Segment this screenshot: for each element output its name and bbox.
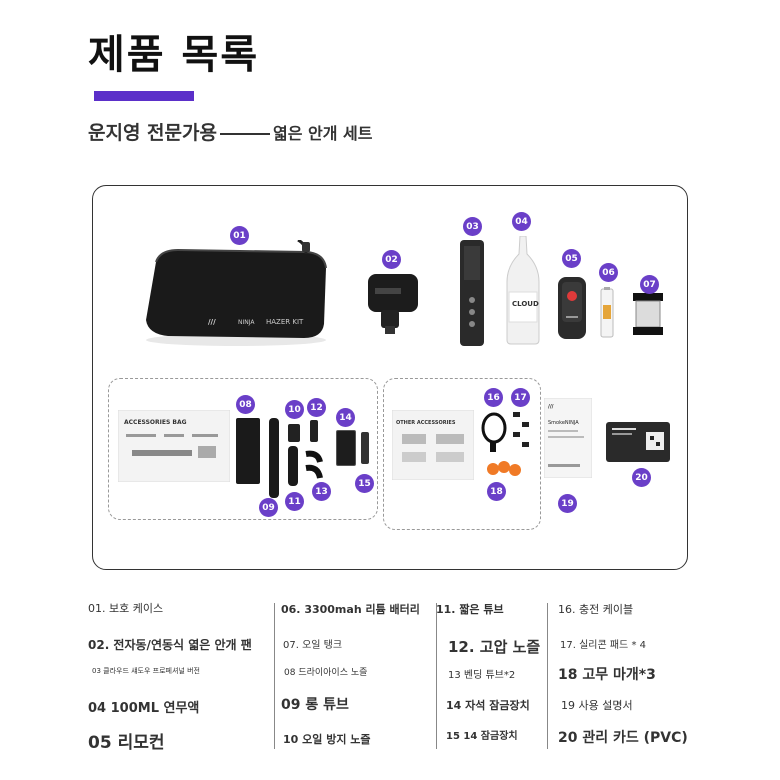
subtitle-part1: 운지영 전문가용 — [88, 122, 217, 144]
badge-06: 06 — [599, 263, 618, 282]
accessories-group-2 — [383, 378, 541, 530]
item-01-case: /// NINJA HAZER KIT — [138, 238, 334, 348]
list-item-06: 06. 3300mah 리튬 배터리 — [281, 603, 420, 616]
item-03-device — [457, 240, 487, 348]
badge-07: 07 — [640, 275, 659, 294]
list-item-12: 12. 고압 노즐 — [448, 638, 541, 656]
accessories-bag-text: ACCESSORIES BAG — [124, 419, 187, 426]
list-item-20: 20 관리 카드 (PVC) — [558, 730, 688, 746]
list-item-10: 10 오일 방지 노즐 — [283, 733, 371, 746]
divider-2 — [436, 603, 438, 749]
badge-16: 16 — [484, 388, 503, 407]
item-04-bottle: CLOUD — [505, 235, 541, 346]
svg-text:///: /// — [548, 404, 554, 410]
item-05-remote — [557, 276, 587, 342]
accessories-group-1 — [108, 378, 378, 520]
title-accent-bar — [94, 91, 194, 101]
badge-02: 02 — [382, 250, 401, 269]
item-02-fan — [365, 272, 421, 336]
accessories-bag-card: ACCESSORIES BAG — [117, 409, 231, 483]
other-accessories-text: OTHER ACCESSORIES — [396, 420, 456, 426]
badge-04: 04 — [512, 212, 531, 231]
item-10-oil-nozzle — [288, 424, 300, 442]
badge-09: 09 — [259, 498, 278, 517]
badge-18: 18 — [487, 482, 506, 501]
list-item-15: 15 14 잠금장치 — [446, 731, 518, 742]
badge-08: 08 — [236, 395, 255, 414]
badge-12: 12 — [307, 398, 326, 417]
badge-13: 13 — [312, 482, 331, 501]
item-20-card — [606, 422, 670, 462]
product-photo-panel — [92, 185, 688, 570]
badge-14: 14 — [336, 408, 355, 427]
subtitle-part2: 엷은 안개 세트 — [272, 124, 373, 143]
bottle-label: CLOUD — [512, 300, 539, 308]
list-item-08: 08 드라이아이스 노즐 — [284, 668, 368, 678]
item-07-oil-tank — [632, 292, 664, 336]
item-19-manual: /// SmokeNINJA — [543, 397, 593, 479]
list-item-13: 13 벤딩 튜브*2 — [448, 670, 516, 681]
other-accessories-card: OTHER ACCESSORIES — [391, 409, 475, 481]
list-item-09: 09 롱 튜브 — [281, 697, 349, 713]
case-brand-text: HAZER KIT — [266, 318, 304, 326]
item-15-lock — [361, 432, 369, 464]
list-item-19: 19 사용 설명서 — [561, 699, 633, 712]
list-item-05: 05 리모컨 — [88, 733, 165, 753]
svg-text:NINJA: NINJA — [238, 319, 255, 326]
list-item-02: 02. 전자동/연동식 엷은 안개 팬 — [88, 638, 252, 652]
item-06-battery — [600, 287, 614, 339]
badge-20: 20 — [632, 468, 651, 487]
list-item-14: 14 자석 잠금장치 — [446, 699, 530, 712]
badge-05: 05 — [562, 249, 581, 268]
badge-19: 19 — [558, 494, 577, 513]
item-18-rubber-plugs — [486, 460, 522, 478]
badge-03: 03 — [463, 217, 482, 236]
badge-11: 11 — [285, 492, 304, 511]
list-item-17: 17. 실리콘 패드 * 4 — [560, 640, 646, 651]
item-11-short-tube — [288, 446, 298, 486]
item-17-silicone-pads — [512, 410, 530, 452]
badge-17: 17 — [511, 388, 530, 407]
svg-text:///: /// — [208, 318, 216, 326]
page-title: 제품 목록 — [88, 32, 260, 78]
badge-01: 01 — [230, 226, 249, 245]
list-item-11: 11. 짧은 튜브 — [436, 603, 504, 616]
item-16-cable — [480, 410, 508, 454]
badge-10: 10 — [285, 400, 304, 419]
list-item-01: 01. 보호 케이스 — [88, 602, 164, 615]
item-13-bend-tubes — [302, 450, 326, 480]
divider-3 — [547, 603, 549, 749]
list-item-03: 03 클라우드 섀도우 프로페셔널 버전 — [92, 667, 200, 675]
badge-15: 15 — [355, 474, 374, 493]
subtitle-dash — [219, 132, 270, 135]
item-08-sponge — [236, 418, 260, 484]
item-14-magnet-lock — [336, 430, 356, 466]
item-12-nozzle — [310, 420, 318, 442]
manual-brand-text: SmokeNINJA — [548, 420, 579, 426]
subtitle: 운지영 전문가용 엷은 안개 세트 — [88, 118, 372, 145]
list-item-04: 04 100ML 연무액 — [88, 701, 200, 716]
list-item-18: 18 고무 마개*3 — [558, 667, 656, 683]
item-09-long-tube — [269, 418, 279, 498]
list-item-07: 07. 오일 탱크 — [283, 640, 343, 651]
divider-1 — [274, 603, 276, 749]
list-item-16: 16. 충전 케이블 — [558, 603, 634, 616]
